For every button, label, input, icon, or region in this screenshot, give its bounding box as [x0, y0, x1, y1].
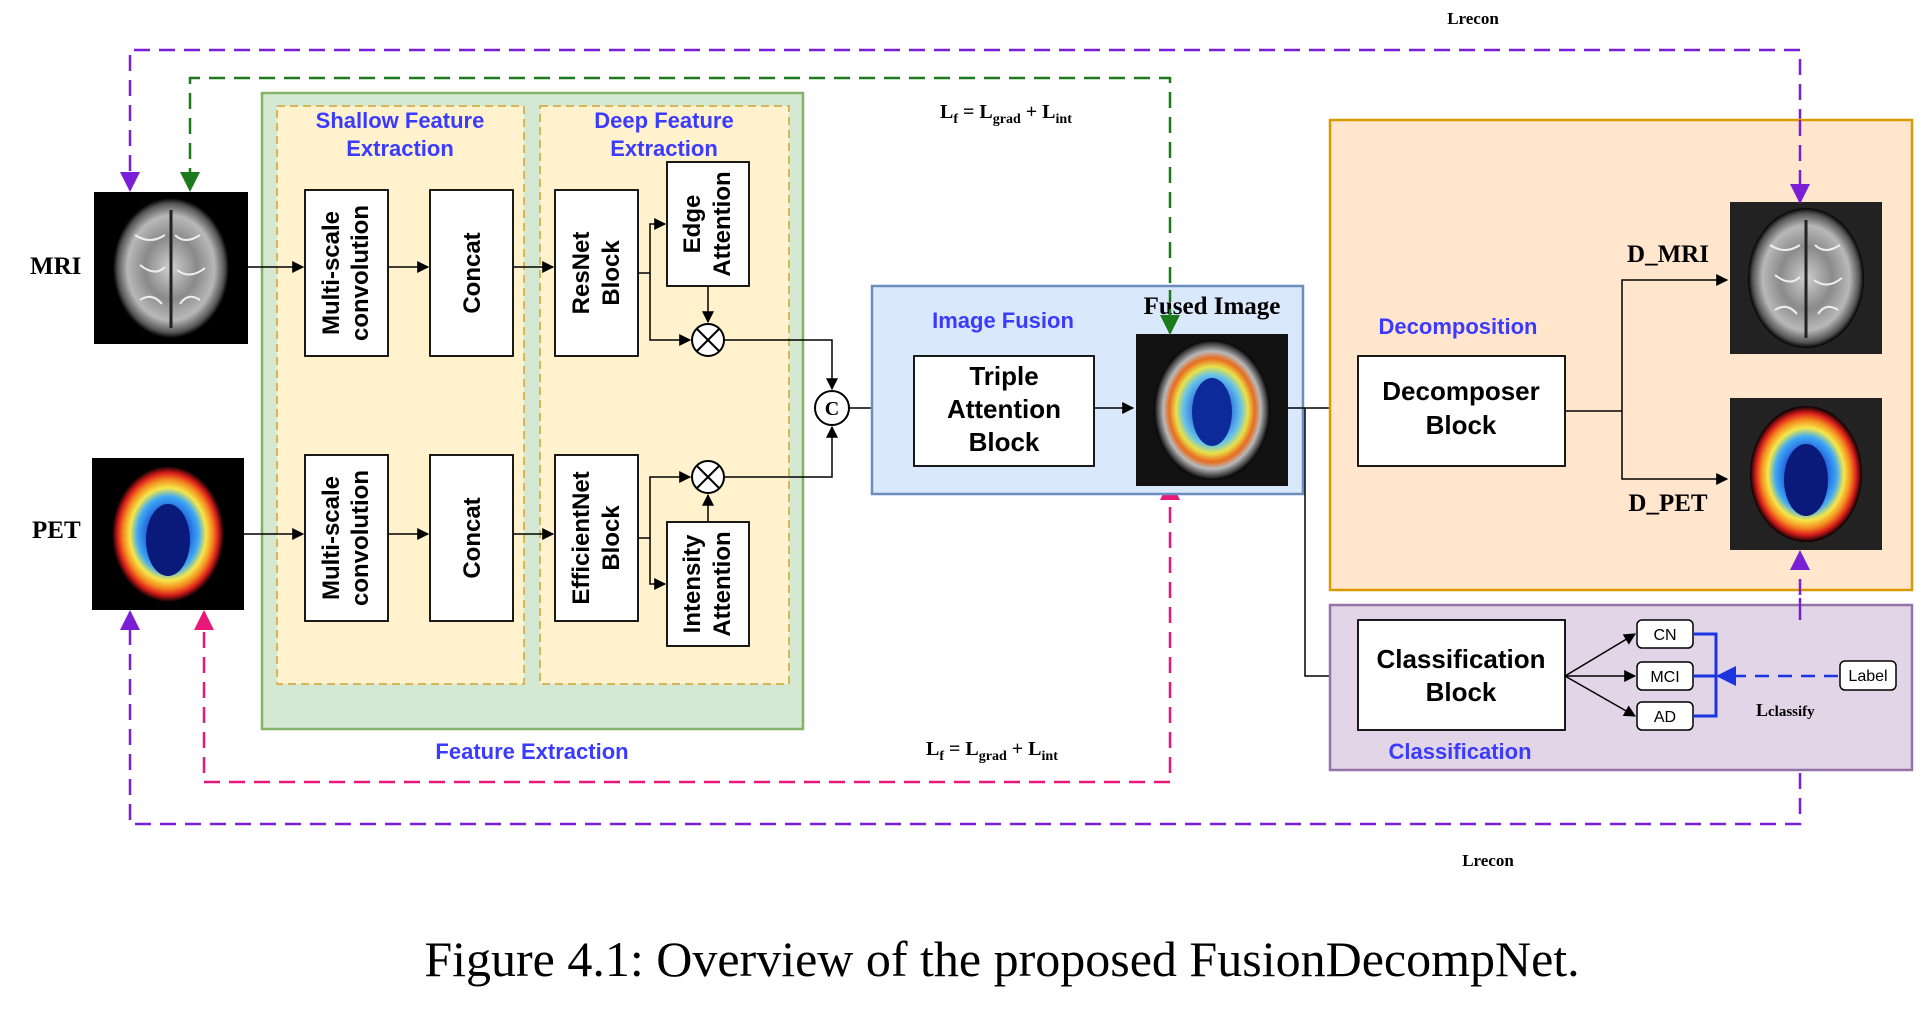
- recon-loss-bottom: Lrecon: [1462, 851, 1514, 870]
- svg-text:Block: Block: [598, 505, 625, 571]
- svg-text:Block: Block: [1426, 677, 1497, 707]
- svg-text:Label: Label: [1848, 668, 1887, 685]
- deep-label-line1: Deep Feature: [594, 108, 733, 133]
- intensity-attention-block: Intensity Attention: [666, 521, 750, 647]
- d-pet-label: D_PET: [1628, 490, 1708, 517]
- svg-text:Edge: Edge: [679, 195, 706, 254]
- concat-block-mri: Concat: [429, 189, 514, 357]
- figure-caption: Figure 4.1: Overview of the proposed Fus…: [424, 931, 1579, 987]
- concat-node: C: [814, 390, 850, 426]
- shallow-label-line1: Shallow Feature: [316, 108, 485, 133]
- mri-label: MRI: [30, 253, 81, 280]
- svg-text:Concat: Concat: [459, 232, 486, 313]
- svg-text:Multi-scale: Multi-scale: [318, 211, 345, 335]
- classification-arrows: [1564, 633, 1637, 717]
- recon-loss-top: Lrecon: [1447, 9, 1499, 28]
- svg-text:MCI: MCI: [1650, 669, 1679, 686]
- decomposition-label: Decomposition: [1379, 314, 1538, 339]
- pet-label: PET: [32, 517, 81, 544]
- feature-extraction-label: Feature Extraction: [435, 739, 628, 764]
- svg-text:CN: CN: [1653, 627, 1676, 644]
- msconv-block-pet: Multi-scale convolution: [304, 454, 389, 622]
- svg-text:Concat: Concat: [459, 497, 486, 578]
- multiply-node-pet: [691, 460, 725, 494]
- svg-text:EfficientNet: EfficientNet: [568, 471, 595, 604]
- svg-text:C: C: [825, 398, 839, 420]
- d-mri-image: [1730, 202, 1882, 354]
- pet-input: PET: [32, 458, 244, 610]
- class-ad: AD: [1636, 701, 1694, 731]
- svg-text:Block: Block: [969, 427, 1040, 457]
- fused-image: [1136, 334, 1288, 486]
- svg-text:AD: AD: [1654, 709, 1676, 726]
- deep-label-line2: Extraction: [610, 136, 718, 161]
- shallow-label-line2: Extraction: [346, 136, 454, 161]
- svg-text:Decomposer: Decomposer: [1382, 376, 1540, 406]
- mri-input: MRI: [30, 192, 248, 344]
- multiply-node-mri: [691, 323, 725, 357]
- classify-loss: Lclassify: [1756, 700, 1815, 720]
- fusion-loss-bottom: Lf = Lgrad + Lint: [926, 738, 1058, 764]
- resnet-block: ResNet Block: [554, 189, 639, 357]
- triple-attention-block: Triple Attention Block: [913, 355, 1095, 467]
- classification-label: Classification: [1388, 739, 1531, 764]
- concat-block-pet: Concat: [429, 454, 514, 622]
- svg-text:convolution: convolution: [347, 205, 374, 341]
- svg-text:ResNet: ResNet: [568, 232, 595, 315]
- fusion-loss-loop-top: [180, 76, 1172, 333]
- decomposer-block: Decomposer Block: [1357, 355, 1566, 467]
- svg-text:convolution: convolution: [347, 470, 374, 606]
- fused-image-label: Fused Image: [1144, 293, 1281, 320]
- svg-text:Intensity: Intensity: [679, 534, 706, 633]
- svg-text:Block: Block: [1426, 410, 1497, 440]
- class-mci: MCI: [1636, 661, 1694, 691]
- svg-text:Attention: Attention: [709, 171, 736, 276]
- fusion-loss-loop-bottom: [194, 480, 1180, 784]
- label-box: Label: [1839, 660, 1897, 691]
- edge-attention-block: Edge Attention: [666, 161, 750, 287]
- d-mri-label: D_MRI: [1627, 241, 1709, 268]
- d-pet-image: [1730, 398, 1882, 550]
- class-cn: CN: [1636, 619, 1694, 649]
- msconv-block-mri: Multi-scale convolution: [304, 189, 389, 357]
- fusion-loss-top: Lf = Lgrad + Lint: [940, 101, 1072, 127]
- classification-block: Classification Block: [1357, 619, 1566, 731]
- svg-text:Multi-scale: Multi-scale: [318, 476, 345, 600]
- svg-text:Classification: Classification: [1376, 644, 1545, 674]
- svg-text:Triple: Triple: [969, 361, 1038, 391]
- image-fusion-label: Image Fusion: [932, 308, 1074, 333]
- classify-loss-connector: [1693, 632, 1838, 718]
- svg-text:Attention: Attention: [947, 394, 1061, 424]
- efficientnet-block: EfficientNet Block: [554, 454, 639, 622]
- decomposer-arrows: [1565, 274, 1729, 485]
- svg-text:Block: Block: [598, 240, 625, 306]
- svg-text:Attention: Attention: [709, 531, 736, 636]
